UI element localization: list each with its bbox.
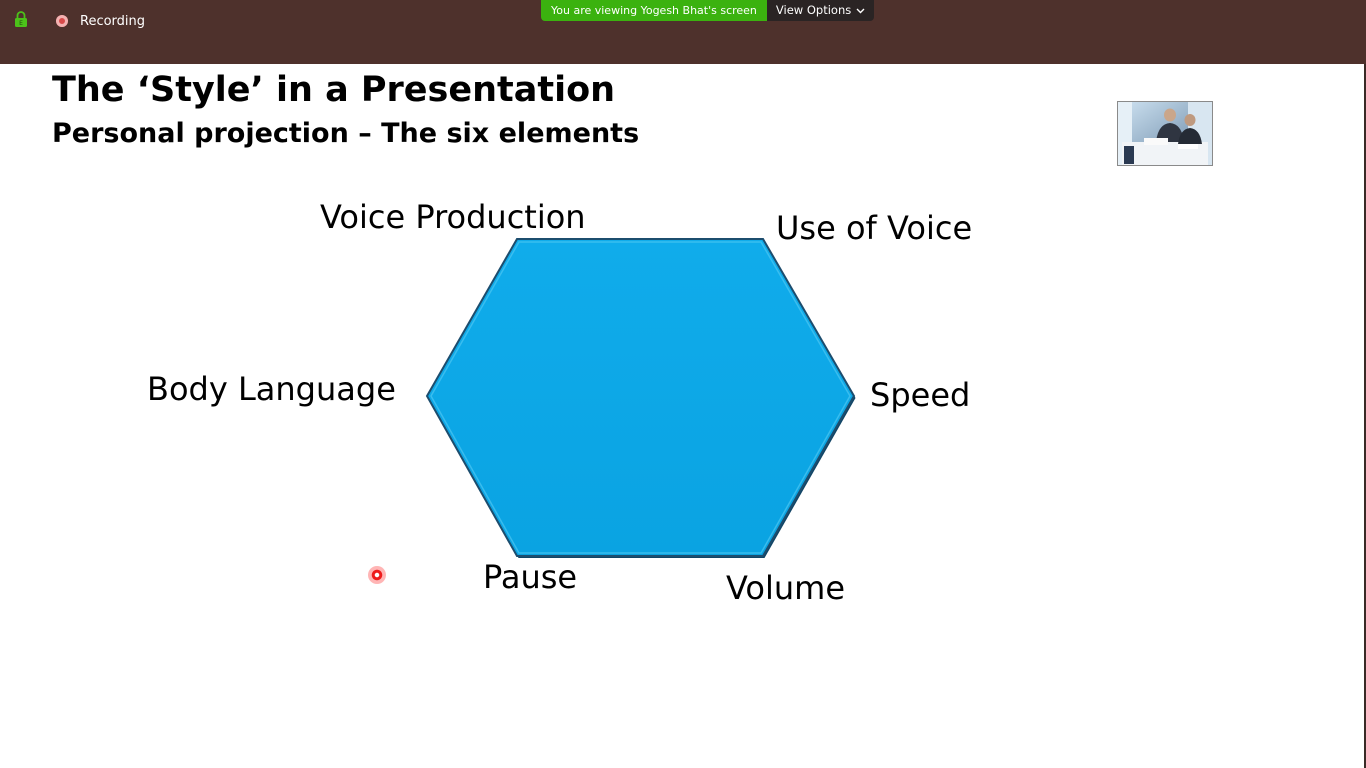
element-voice-production: Voice Production: [320, 198, 586, 236]
chevron-down-icon: [856, 8, 865, 13]
shared-slide: The ‘Style’ in a Presentation Personal p…: [0, 64, 1364, 768]
viewing-screen-label: You are viewing Yogesh Bhat's screen: [541, 0, 767, 21]
element-volume: Volume: [726, 569, 846, 607]
view-options-button[interactable]: View Options: [766, 0, 875, 21]
element-pause: Pause: [483, 558, 578, 596]
element-use-of-voice: Use of Voice: [776, 209, 973, 247]
six-elements-hexagon: [425, 238, 856, 558]
lock-icon[interactable]: E: [14, 11, 28, 27]
recording-dot-icon: [56, 15, 68, 27]
element-body-language: Body Language: [147, 370, 396, 408]
element-speed: Speed: [870, 376, 971, 414]
slide-subtitle: Personal projection – The six elements: [52, 118, 640, 149]
recording-label: Recording: [80, 13, 146, 29]
laser-pointer-icon: [368, 566, 386, 584]
business-meeting-photo: [1117, 101, 1213, 166]
screen-share-banner: You are viewing Yogesh Bhat's screen Vie…: [541, 0, 875, 21]
meeting-top-bar: E Recording You are viewing Yogesh Bhat'…: [0, 0, 1366, 64]
recording-indicator[interactable]: Recording: [56, 12, 145, 30]
window-edge: [1364, 64, 1366, 768]
svg-text:E: E: [19, 20, 23, 27]
slide-title: The ‘Style’ in a Presentation: [52, 70, 616, 110]
view-options-label: View Options: [775, 3, 852, 17]
